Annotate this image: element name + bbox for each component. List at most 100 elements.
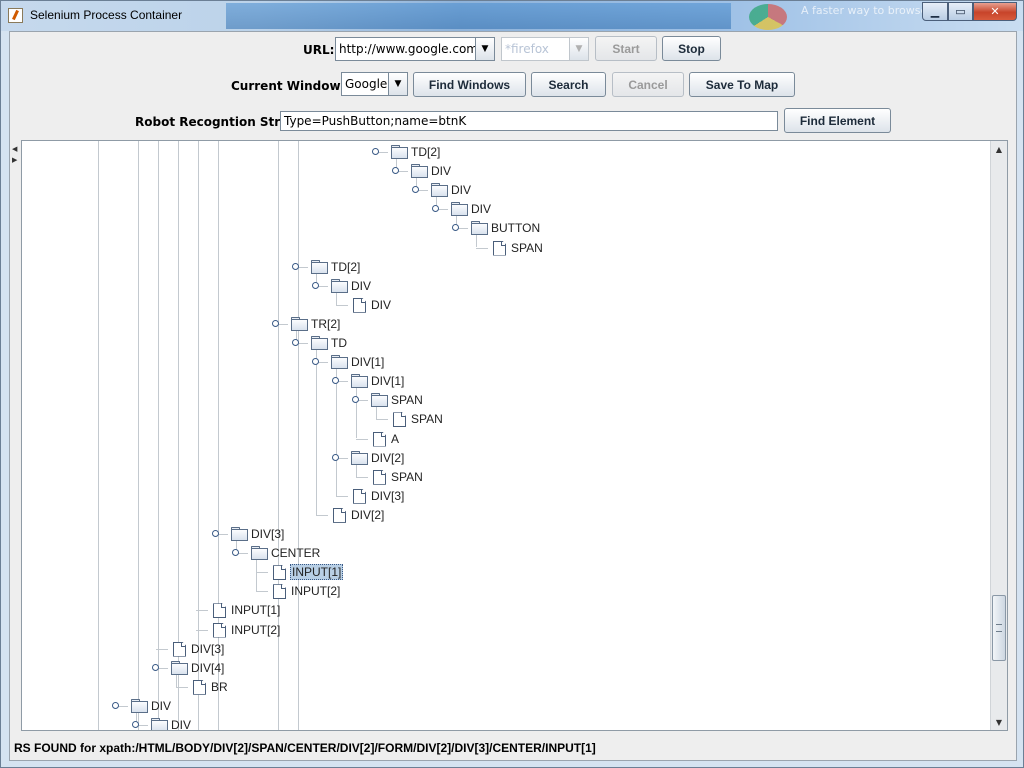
tree-expand-toggle[interactable]: [132, 721, 139, 728]
tree-node-leaf[interactable]: INPUT[2]: [270, 582, 341, 600]
tree-node-label: DIV[1]: [371, 374, 405, 389]
tree-node-label: DIV: [151, 698, 172, 713]
save-to-map-button[interactable]: Save To Map: [689, 72, 795, 97]
close-button[interactable]: ✕: [973, 2, 1017, 21]
tree-node-folder[interactable]: TR[2]: [290, 315, 341, 333]
tree-node-leaf[interactable]: DIV[3]: [350, 487, 405, 505]
arrow-right-icon[interactable]: ▶: [12, 156, 18, 164]
tree-node-folder[interactable]: DIV[3]: [230, 525, 285, 543]
rs-input[interactable]: Type=PushButton;name=btnK: [280, 111, 778, 131]
search-button[interactable]: Search: [531, 72, 606, 97]
tree-node-folder[interactable]: DIV: [410, 162, 452, 180]
tree-expand-toggle[interactable]: [112, 701, 119, 709]
tree-connector: [296, 266, 308, 268]
scroll-up-button[interactable]: ▲: [991, 141, 1007, 157]
minimize-button[interactable]: ▁: [922, 2, 948, 21]
tree-expand-toggle[interactable]: [352, 396, 359, 404]
tree-node-folder[interactable]: DIV[1]: [350, 372, 405, 390]
tree-node-folder[interactable]: DIV[1]: [330, 353, 385, 371]
tree-connector: [156, 667, 168, 669]
tree-node-label: DIV[4]: [191, 660, 225, 675]
tree-node-leaf[interactable]: DIV: [350, 296, 392, 314]
tree-node-leaf[interactable]: SPAN: [490, 239, 544, 257]
arrow-left-icon[interactable]: ◀: [12, 145, 18, 153]
url-combobox[interactable]: http://www.google.com ▼: [335, 37, 495, 61]
tree-node-folder[interactable]: SPAN: [370, 391, 424, 409]
tree-expand-toggle[interactable]: [332, 453, 339, 461]
tree-connector: [236, 553, 248, 555]
arrow-up-icon: ▲: [995, 144, 1003, 154]
folder-icon: [390, 145, 408, 159]
tree-connector: [456, 228, 468, 230]
main-panel: URL: http://www.google.com ▼ *firefox ▼ …: [9, 31, 1017, 761]
tree-child-line: [316, 273, 317, 286]
vertical-scrollbar[interactable]: ▲ ▼: [990, 141, 1007, 730]
tree-node-folder[interactable]: DIV: [130, 697, 172, 715]
tree-connector: [216, 534, 228, 535]
tree-connector: [276, 323, 288, 325]
tree-node-folder[interactable]: DIV[2]: [350, 449, 405, 467]
browser-combobox[interactable]: *firefox ▼: [501, 37, 589, 61]
title-bar[interactable]: Selenium Process Container A faster way …: [1, 1, 1023, 31]
tree-node-folder[interactable]: TD[2]: [310, 258, 361, 276]
chevron-down-icon[interactable]: ▼: [388, 73, 407, 95]
close-icon: ✕: [990, 5, 1000, 18]
tree-node-folder[interactable]: DIV[4]: [170, 659, 225, 677]
chevron-down-icon[interactable]: ▼: [475, 38, 494, 60]
tree-node-folder[interactable]: BUTTON: [470, 219, 541, 237]
scrollbar-thumb[interactable]: [992, 595, 1006, 661]
tree-child-line: [336, 292, 337, 305]
tree-expand-toggle[interactable]: [312, 358, 319, 366]
scroll-down-button[interactable]: ▼: [991, 714, 1007, 730]
tree-expand-toggle[interactable]: [212, 530, 219, 537]
maximize-button[interactable]: ▭: [948, 2, 973, 21]
cancel-button[interactable]: Cancel: [612, 72, 684, 97]
chevron-down-icon[interactable]: ▼: [569, 38, 588, 60]
find-element-button[interactable]: Find Element: [784, 108, 891, 133]
tree-child-line: [356, 388, 357, 439]
tree-connector: [256, 572, 268, 574]
tree-node-folder[interactable]: DIV: [430, 181, 472, 199]
tree-node-folder[interactable]: DIV: [450, 200, 492, 218]
tree-node-folder[interactable]: TD: [310, 334, 348, 352]
tree-connector: [436, 209, 448, 211]
tree-node-label: TD[2]: [411, 145, 441, 159]
tree-expand-toggle[interactable]: [272, 319, 279, 327]
tree-node-leaf[interactable]: DIV[3]: [170, 640, 225, 658]
tree-node-leaf[interactable]: SPAN: [370, 468, 424, 486]
folder-icon: [370, 393, 388, 408]
windows-combobox[interactable]: Google ▼: [341, 72, 408, 96]
tree-node-leaf[interactable]: INPUT[1]: [210, 601, 281, 619]
tree-expand-toggle[interactable]: [332, 377, 339, 385]
tree-expand-toggle[interactable]: [292, 339, 299, 346]
tree-expand-toggle[interactable]: [312, 281, 319, 289]
tree-node-leaf[interactable]: INPUT[1]: [270, 563, 344, 581]
url-value: http://www.google.com: [339, 42, 478, 56]
tree-node-leaf[interactable]: A: [370, 430, 400, 448]
tree-node-leaf[interactable]: BR: [190, 678, 229, 696]
stop-button[interactable]: Stop: [662, 36, 721, 61]
chrome-logo-icon: [749, 4, 787, 30]
tree-node-leaf[interactable]: INPUT[2]: [210, 621, 281, 639]
tree-expand-toggle[interactable]: [452, 224, 459, 232]
tree-node-folder[interactable]: DIV: [330, 277, 372, 295]
start-button[interactable]: Start: [595, 36, 657, 61]
tree-expand-toggle[interactable]: [372, 148, 379, 155]
tree-node-leaf[interactable]: DIV[2]: [330, 506, 385, 524]
find-windows-button[interactable]: Find Windows: [413, 72, 526, 97]
tree-child-line: [416, 178, 417, 191]
tree-expand-toggle[interactable]: [412, 186, 419, 194]
tree-node-folder[interactable]: DIV: [150, 716, 192, 730]
tree-node-folder[interactable]: CENTER: [250, 544, 321, 562]
file-icon: [350, 297, 368, 312]
tree-expand-toggle[interactable]: [292, 262, 299, 270]
arrow-down-icon: ▼: [995, 717, 1003, 727]
split-pane-arrows[interactable]: ◀ ▶: [12, 144, 18, 166]
tree-expand-toggle[interactable]: [392, 167, 399, 175]
tree-expand-toggle[interactable]: [232, 549, 239, 557]
tree-node-folder[interactable]: TD[2]: [390, 143, 441, 161]
tree-expand-toggle[interactable]: [432, 205, 439, 213]
tree-expand-toggle[interactable]: [152, 663, 159, 671]
tree-node-leaf[interactable]: SPAN: [390, 410, 444, 428]
